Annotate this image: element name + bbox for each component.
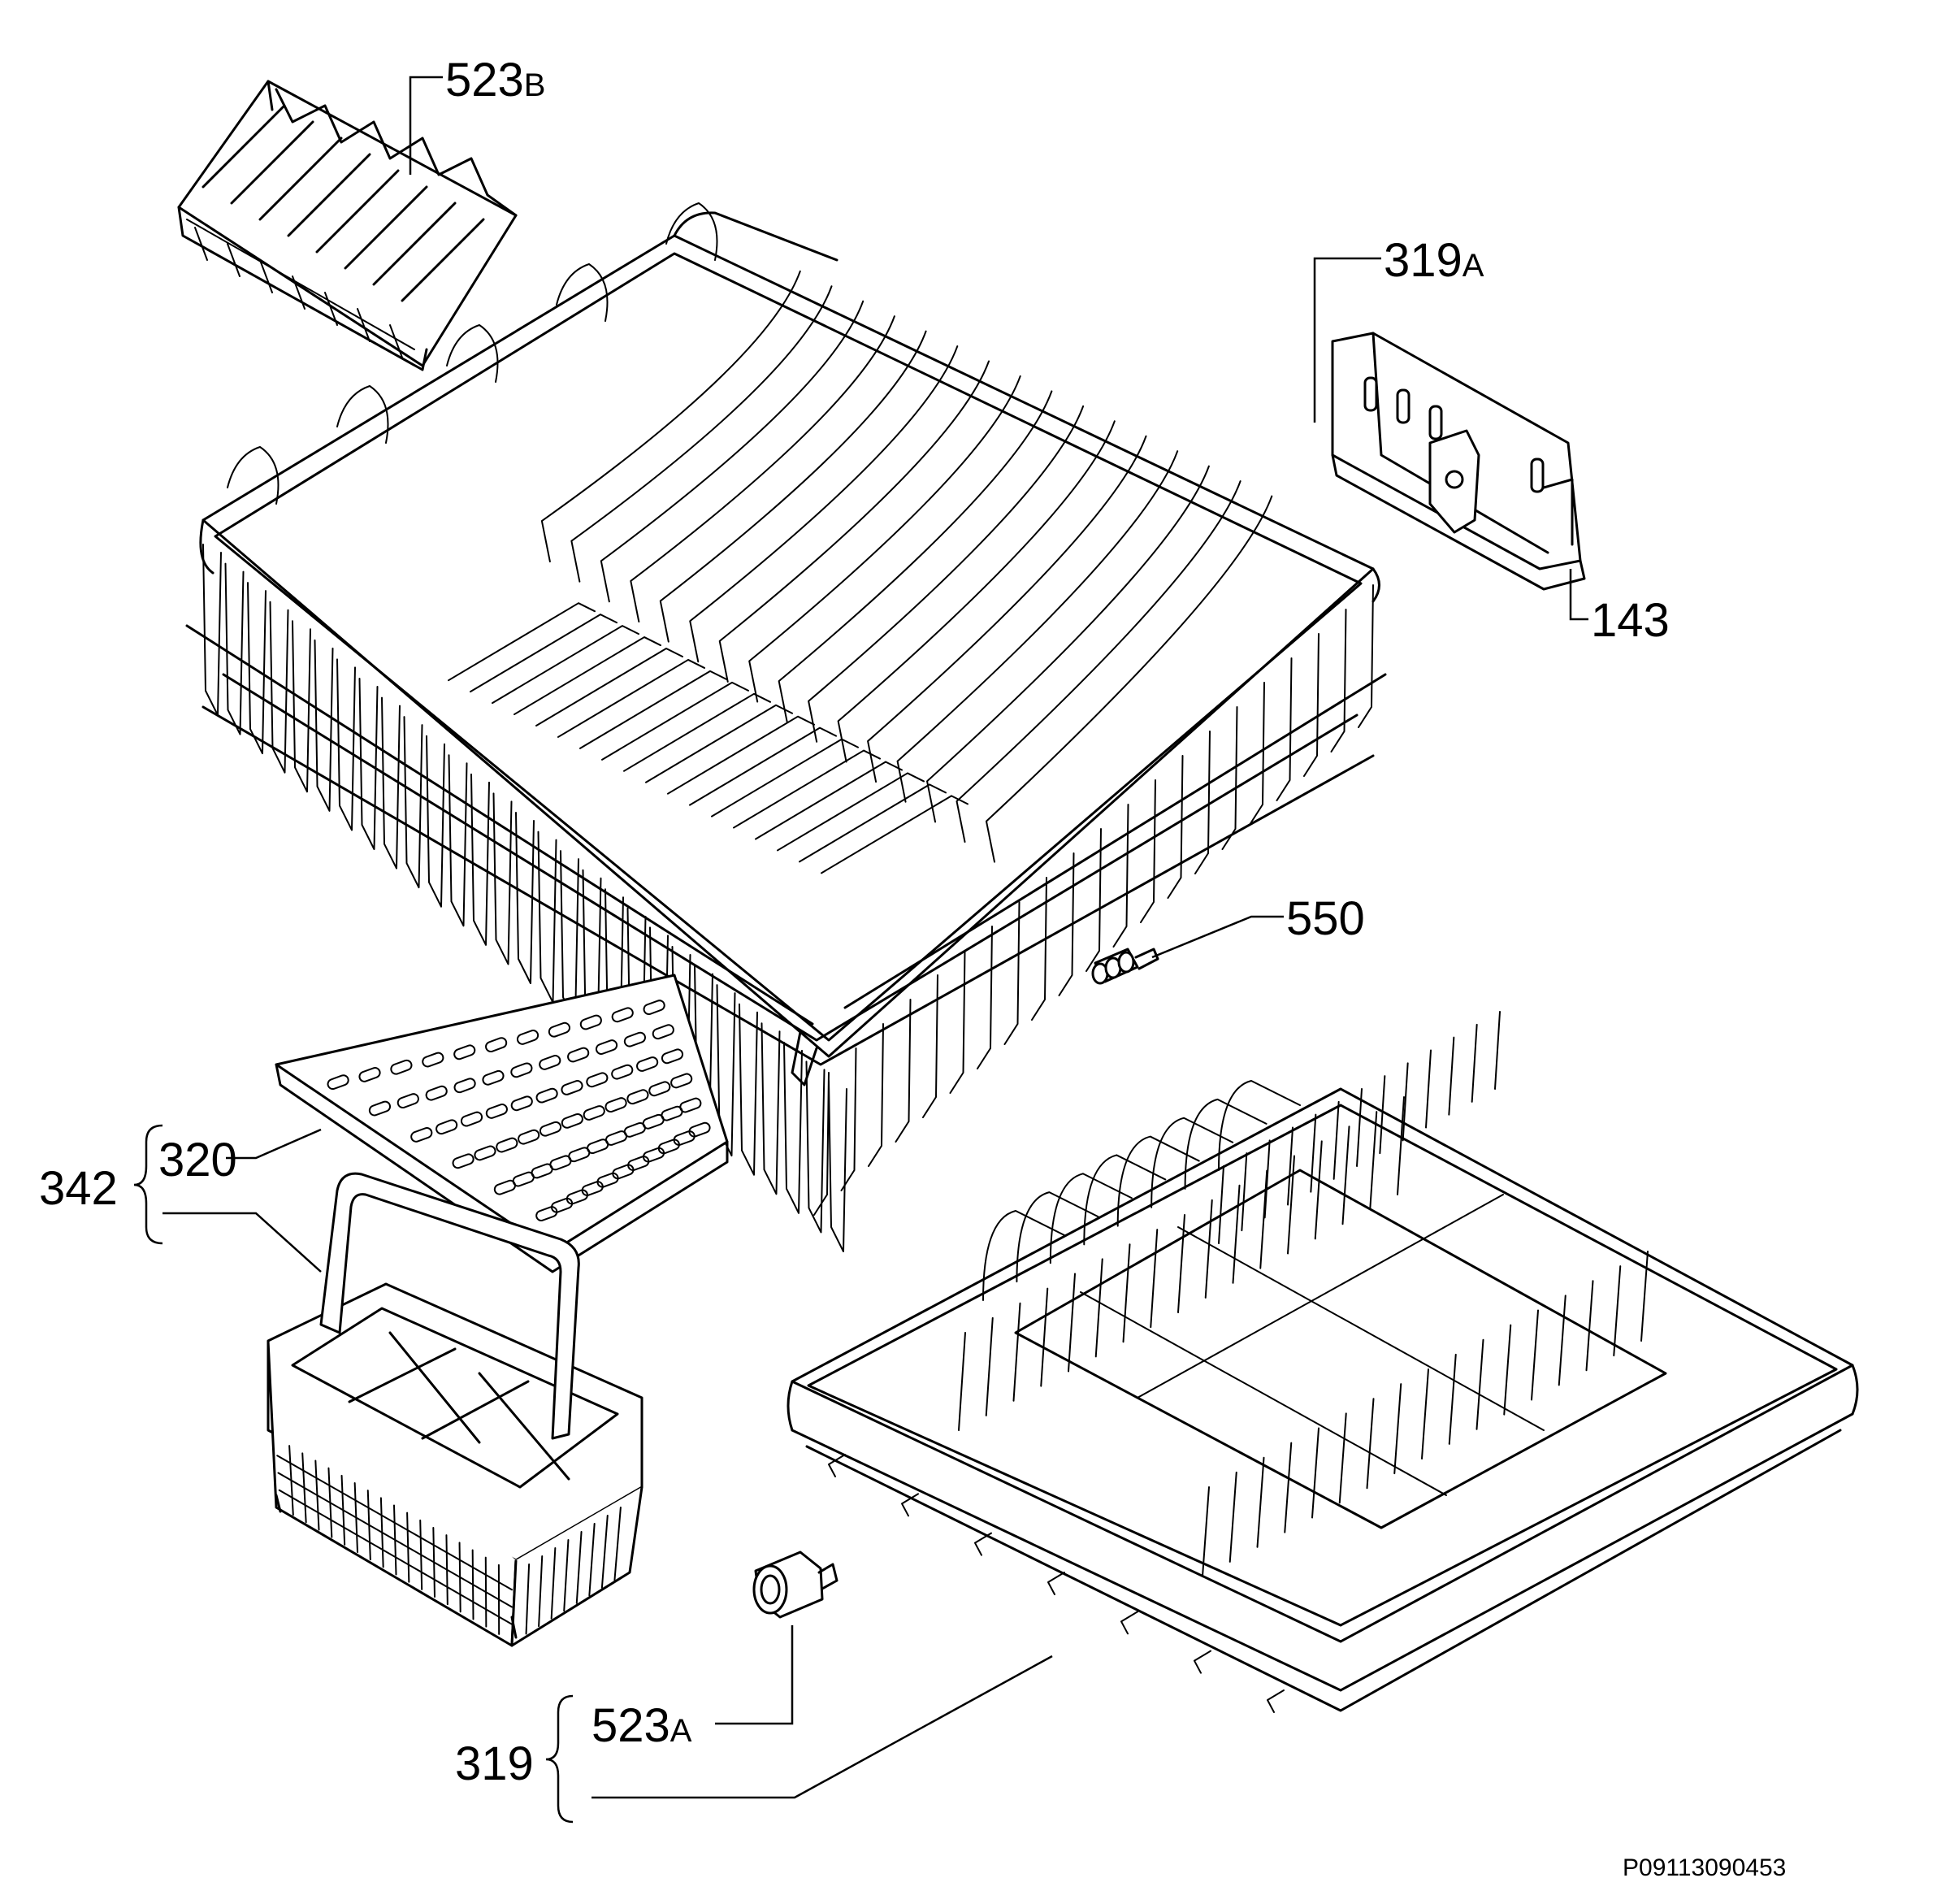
brace-342 <box>133 1124 163 1245</box>
leader-550 <box>1151 915 1284 959</box>
leader-523a <box>715 1625 794 1725</box>
leader-523b <box>409 76 443 175</box>
label-319: 319 <box>455 1737 534 1790</box>
leader-143 <box>1569 569 1588 621</box>
label-143: 143 <box>1591 594 1670 647</box>
leader-320 <box>226 1128 322 1160</box>
leader-lines <box>162 76 1588 1799</box>
basket-front-grid <box>276 1445 622 1635</box>
reference-code: P09113090453 <box>1623 1854 1786 1881</box>
leader-cutlery-basket <box>162 1212 322 1273</box>
brace-319 <box>545 1694 574 1824</box>
label-342: 342 <box>39 1162 118 1215</box>
rail-bracket-part <box>1331 332 1586 591</box>
label-523a: 523A <box>592 1699 692 1752</box>
lower-basket <box>786 1011 1859 1713</box>
label-550: 550 <box>1286 892 1365 945</box>
lid-perforation-holes <box>327 1000 711 1221</box>
leader-319a <box>1313 257 1381 423</box>
pin-part <box>1091 948 1159 985</box>
cup-rack-part <box>177 80 518 371</box>
cutlery-basket-lid-part <box>275 974 729 1273</box>
cutlery-basket-part <box>266 1172 644 1647</box>
upper-basket <box>185 202 1387 1252</box>
group-braces <box>133 1124 574 1824</box>
basket-wheel-part <box>752 1551 838 1619</box>
label-320: 320 <box>158 1134 237 1186</box>
leader-319-basket <box>592 1655 1053 1799</box>
label-319a: 319A <box>1384 234 1484 287</box>
label-523b: 523B <box>445 54 545 106</box>
part-labels: 523B 319A 143 550 342 320 319 523A P0911… <box>39 54 1786 1881</box>
